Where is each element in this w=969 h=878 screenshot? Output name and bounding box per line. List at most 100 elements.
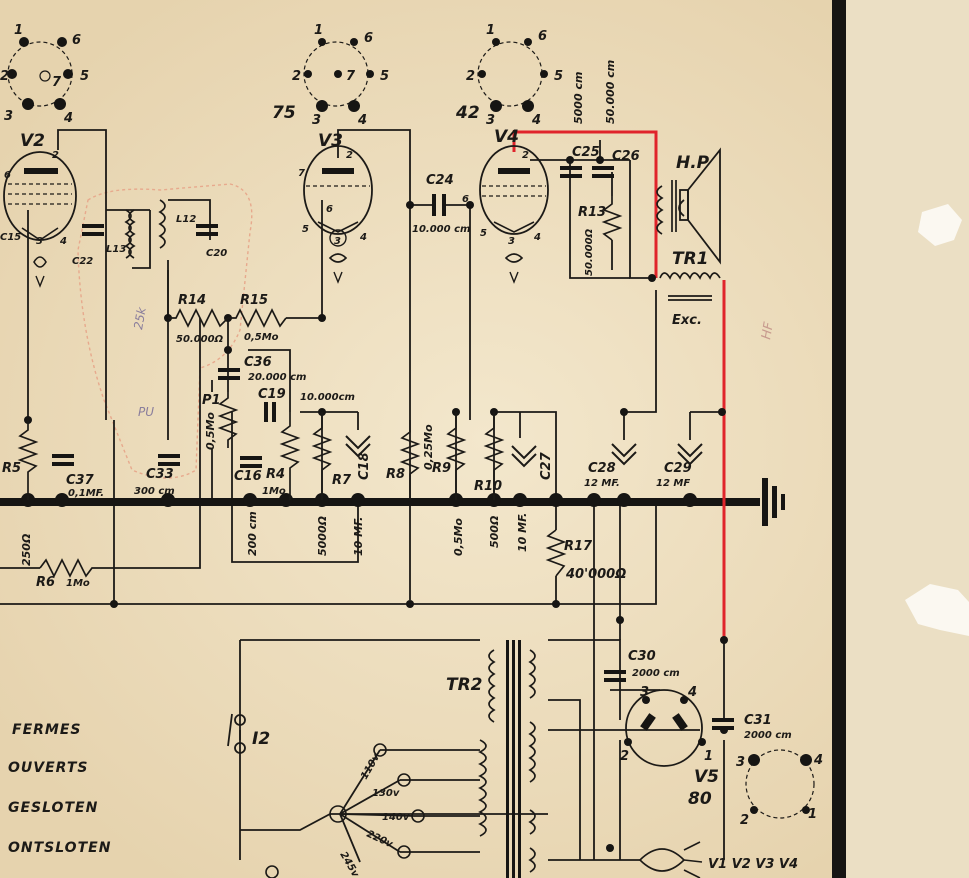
- pin-label: 4: [531, 113, 541, 128]
- label-c37-value: 0,1MF.: [68, 488, 104, 499]
- label-tr1: TR1: [672, 249, 709, 269]
- label-r17-value: 40'000Ω: [565, 567, 626, 582]
- pin-label: 4: [813, 753, 823, 768]
- pin-label: 5: [480, 228, 487, 239]
- pin-label: 7: [52, 75, 62, 90]
- label-r8: R8: [386, 467, 405, 482]
- label-i2: I2: [252, 729, 270, 749]
- pin-label: 3: [4, 109, 13, 124]
- pin-label: 2: [346, 150, 353, 161]
- capacitor-symbols: [52, 166, 734, 730]
- label-tr2: TR2: [446, 675, 483, 695]
- tube-label-v5: V5: [694, 767, 719, 787]
- label-c19-value: 10.000cm: [300, 392, 355, 403]
- label-r10-value: 500Ω: [488, 516, 501, 548]
- pin-label: 6: [538, 29, 547, 44]
- label-c28-value: 12 MF.: [584, 478, 620, 489]
- label-r9-value: 0,5Mo: [452, 518, 465, 556]
- pencil-note-right: HF: [759, 321, 777, 341]
- pin-label: 5: [302, 224, 309, 235]
- pin-label: 6: [364, 31, 373, 46]
- label-c27: C27: [539, 451, 554, 480]
- label-r5-value: 250Ω: [20, 534, 33, 566]
- pin-label: 4: [533, 232, 541, 243]
- label-c24: C24: [426, 173, 454, 188]
- label-r7: R7: [332, 473, 352, 488]
- ink-wiring: [0, 129, 725, 863]
- tube-v5: 3 4 2 1 V5 80: [620, 685, 719, 809]
- pin-label: 2: [292, 69, 301, 84]
- label-r5: R5: [2, 461, 21, 476]
- label-c16-value: 200 cm: [246, 511, 259, 556]
- pin-label: 3: [736, 755, 745, 770]
- pin-label: 1: [314, 23, 323, 38]
- socket-diagram-v5: 3 4 2 1: [736, 749, 823, 828]
- coils: [124, 180, 721, 873]
- selector-contacts: [265, 743, 703, 878]
- label-c33: C33: [146, 467, 174, 482]
- label-r17: R17: [564, 539, 593, 554]
- label-c28: C28: [588, 461, 616, 476]
- pencil-note: 25k: [131, 305, 149, 330]
- pin-label: 1: [486, 23, 495, 38]
- label-tap-140: 140v: [382, 812, 410, 823]
- label-r4-value: 1Mo: [262, 486, 286, 497]
- label-c25: C25: [572, 145, 600, 160]
- pin-label: 3: [36, 236, 43, 247]
- ground-symbol: [762, 478, 785, 526]
- pin-label: 6: [72, 33, 81, 48]
- label-c18: C18: [357, 452, 372, 480]
- pin-label: 5: [554, 69, 563, 84]
- tube-label-v3: V3: [318, 131, 343, 151]
- pin-label: 2: [620, 749, 629, 764]
- label-c33-value: 300 cm: [134, 486, 175, 497]
- label-c36-value: 20.000 cm: [248, 372, 306, 383]
- pin-label: 3: [640, 685, 649, 700]
- socket-diagram-v2: 1 6 2 5 7 3 4: [0, 23, 89, 126]
- pin-label: 5: [380, 69, 389, 84]
- label-c15: C15: [0, 232, 21, 243]
- label-r9: R9: [432, 461, 451, 476]
- label-heaters: V1 V2 V3 V4: [708, 857, 798, 872]
- label-c19: C19: [258, 387, 286, 402]
- label-r14-value: 50.000Ω: [176, 334, 224, 345]
- socket-diagram-v4: 1 6 2 5 3 4 42: [455, 23, 563, 128]
- torn-paper-2: [905, 584, 969, 636]
- pin-label: 5: [80, 69, 89, 84]
- pin-label: 1: [704, 749, 713, 764]
- socket-diagram-v3: 1 6 2 5 7 3 4 75: [272, 23, 389, 128]
- pin-label: 7: [346, 69, 356, 84]
- pin-label: 2: [0, 69, 9, 84]
- label-c27-value: 10 MF.: [516, 513, 529, 552]
- pin-label: 4: [63, 111, 73, 126]
- label-p1-value: 0,5Mo: [204, 412, 217, 450]
- tube-type-v4: 42: [455, 103, 480, 123]
- tube-v4: V4 2 6 5 3 4: [462, 127, 549, 284]
- label-c25-value: 5000 cm: [572, 72, 585, 124]
- legend-ontsloten: ONTSLOTEN: [8, 840, 111, 856]
- label-c20: C20: [206, 248, 227, 259]
- label-r10: R10: [474, 479, 502, 494]
- sheet-border-bar: [832, 0, 846, 878]
- label-c16: C16: [234, 469, 262, 484]
- label-c31: C31: [744, 713, 772, 728]
- pin-label: 3: [334, 236, 341, 247]
- label-r13-value: 50.000Ω: [584, 228, 595, 276]
- pin-label: 2: [466, 69, 475, 84]
- label-p1: P1: [202, 393, 221, 408]
- pin-label: 1: [14, 23, 23, 38]
- pin-label: 1: [808, 807, 817, 822]
- pin-label: 4: [359, 232, 367, 243]
- tube-type-v3: 75: [272, 103, 296, 123]
- highlighted-wire: [512, 130, 726, 640]
- label-r6-value: 1Mo: [66, 578, 90, 589]
- switch-i2: [227, 713, 246, 754]
- pin-label: 3: [312, 113, 321, 128]
- legend-ouverts: OUVERTS: [8, 760, 88, 776]
- pin-label: 6: [326, 204, 333, 215]
- label-r15-value: 0,5Mo: [244, 332, 279, 343]
- label-r7-value: 5000Ω: [316, 516, 329, 556]
- label-c31-value: 2000 cm: [744, 730, 792, 741]
